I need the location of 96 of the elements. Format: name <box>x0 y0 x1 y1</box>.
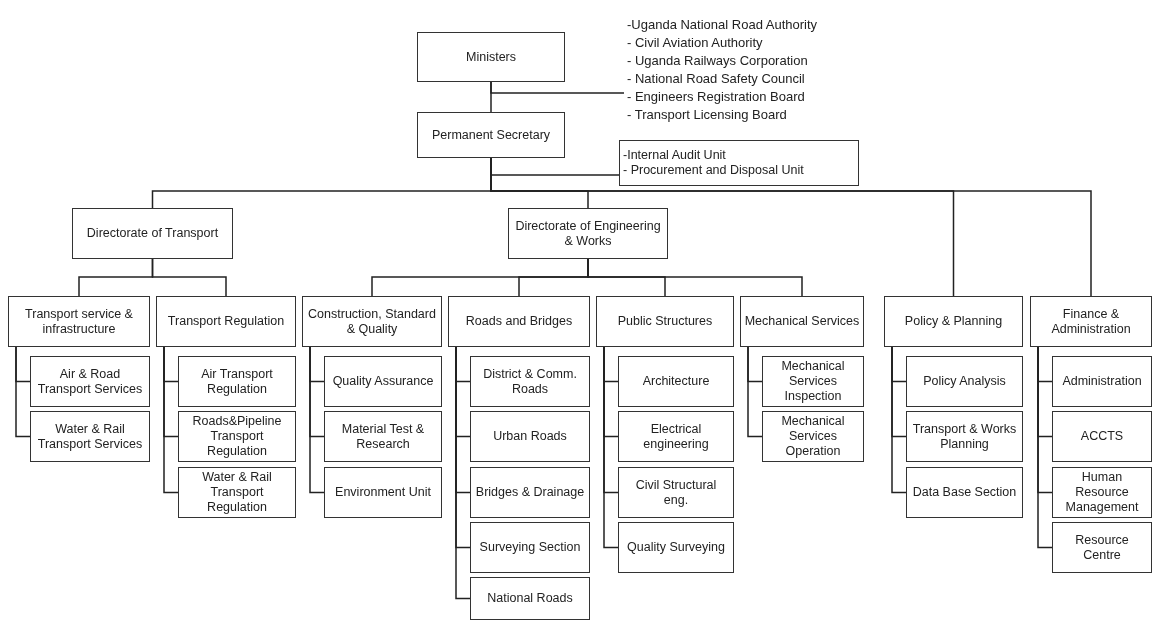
unit-name: Resource Centre <box>1074 532 1130 563</box>
org-box <box>156 296 296 347</box>
org-box <box>619 140 859 186</box>
unit-name: Transport Regulation <box>167 314 285 329</box>
unit-name: Public Structures <box>617 314 713 329</box>
org-box <box>1052 411 1152 462</box>
unit-name: Air Transport Regulation <box>200 366 274 397</box>
org-box <box>470 411 590 462</box>
unit-name: Air & Road Transport Services <box>36 366 144 397</box>
org-box <box>906 356 1023 407</box>
org-box <box>618 411 734 462</box>
unit-name: Material Test & Research <box>340 421 426 452</box>
unit-name: Mechanical Services Operation <box>780 414 846 459</box>
org-box <box>618 522 734 573</box>
unit-name: Directorate of Transport <box>86 226 219 241</box>
unit-name: Mechanical Services Inspection <box>780 359 846 404</box>
org-box <box>8 296 150 347</box>
org-box <box>324 467 442 518</box>
unit-name: Quality Assurance <box>332 374 434 389</box>
unit-name: -Internal Audit Unit <box>623 148 726 163</box>
org-box <box>1030 296 1152 347</box>
unit-name: Construction, Standard & Quality <box>307 306 437 337</box>
org-box <box>302 296 442 347</box>
org-box <box>324 356 442 407</box>
org-box <box>762 356 864 407</box>
org-box <box>618 467 734 518</box>
unit-name: Surveying Section <box>479 540 581 555</box>
org-box <box>1052 356 1152 407</box>
org-box <box>1052 467 1152 518</box>
agency-name: -Uganda National Road Authority <box>627 16 818 34</box>
org-box <box>740 296 864 347</box>
unit-name: Directorate of Engineering & Works <box>514 218 662 249</box>
unit-name: Permanent Secretary <box>431 127 551 143</box>
org-box <box>417 32 565 82</box>
connector-line <box>163 346 179 494</box>
unit-name: - Procurement and Disposal Unit <box>623 163 804 178</box>
org-box <box>448 296 590 347</box>
unit-name: Roads and Bridges <box>465 314 573 329</box>
unit-name: Finance & Administration <box>1050 306 1132 337</box>
unit-name: Data Base Section <box>912 485 1017 500</box>
org-box <box>1052 522 1152 573</box>
org-box <box>324 411 442 462</box>
unit-name: Urban Roads <box>493 429 567 444</box>
agency-name: - National Road Safety Council <box>627 70 805 88</box>
org-box <box>178 467 296 518</box>
org-box <box>30 411 150 462</box>
org-box <box>30 356 150 407</box>
unit-name: Electrical engineering <box>642 421 710 452</box>
connector-line <box>490 81 492 113</box>
agency-name: - Uganda Railways Corporation <box>627 52 808 70</box>
connector-line <box>455 346 471 600</box>
org-box <box>906 467 1023 518</box>
org-box <box>470 356 590 407</box>
unit-name: Transport & Works Planning <box>911 421 1018 452</box>
connector-line <box>1037 346 1053 549</box>
agency-name: - Engineers Registration Board <box>627 88 805 106</box>
unit-name: Human Resource Management <box>1064 470 1140 515</box>
unit-name: Environment Unit <box>335 485 431 500</box>
connector-line <box>891 346 907 494</box>
unit-name: District & Comm. Roads <box>482 366 578 397</box>
unit-name: Administration <box>1062 374 1142 389</box>
agency-name: - Transport Licensing Board <box>627 106 787 124</box>
connector-line <box>151 258 227 297</box>
org-box <box>618 356 734 407</box>
unit-name: Mechanical Services <box>744 314 860 329</box>
unit-name: Transport service & infrastructure <box>24 306 134 337</box>
unit-name: National Roads <box>487 591 573 606</box>
org-box <box>470 577 590 620</box>
org-box <box>596 296 734 347</box>
connector-line <box>747 346 763 438</box>
connector-line <box>603 346 619 549</box>
connector-line <box>309 346 325 494</box>
org-box <box>470 522 590 573</box>
unit-name: Civil Structural eng. <box>634 477 718 508</box>
org-box <box>884 296 1023 347</box>
unit-name: Ministers <box>466 49 516 65</box>
unit-name: Policy Analysis <box>923 374 1006 389</box>
org-box <box>72 208 233 259</box>
unit-name: Quality Surveying <box>627 540 725 555</box>
org-box <box>906 411 1023 462</box>
org-box <box>178 411 296 462</box>
connector-line <box>587 258 803 297</box>
org-box <box>508 208 668 259</box>
unit-name: Water & Rail Transport Services <box>36 421 144 452</box>
unit-name: Architecture <box>642 374 710 389</box>
org-box <box>470 467 590 518</box>
unit-name: ACCTS <box>1080 429 1124 444</box>
org-box <box>178 356 296 407</box>
agency-name: - Civil Aviation Authority <box>627 34 763 52</box>
org-box <box>762 411 864 462</box>
unit-name: Water & Rail Transport Regulation <box>201 470 273 515</box>
connector-line <box>15 346 31 438</box>
unit-name: Bridges & Drainage <box>475 485 585 500</box>
unit-name: Policy & Planning <box>904 314 1003 329</box>
org-box <box>417 112 565 158</box>
unit-name: Roads&Pipeline Transport Regulation <box>191 414 283 459</box>
